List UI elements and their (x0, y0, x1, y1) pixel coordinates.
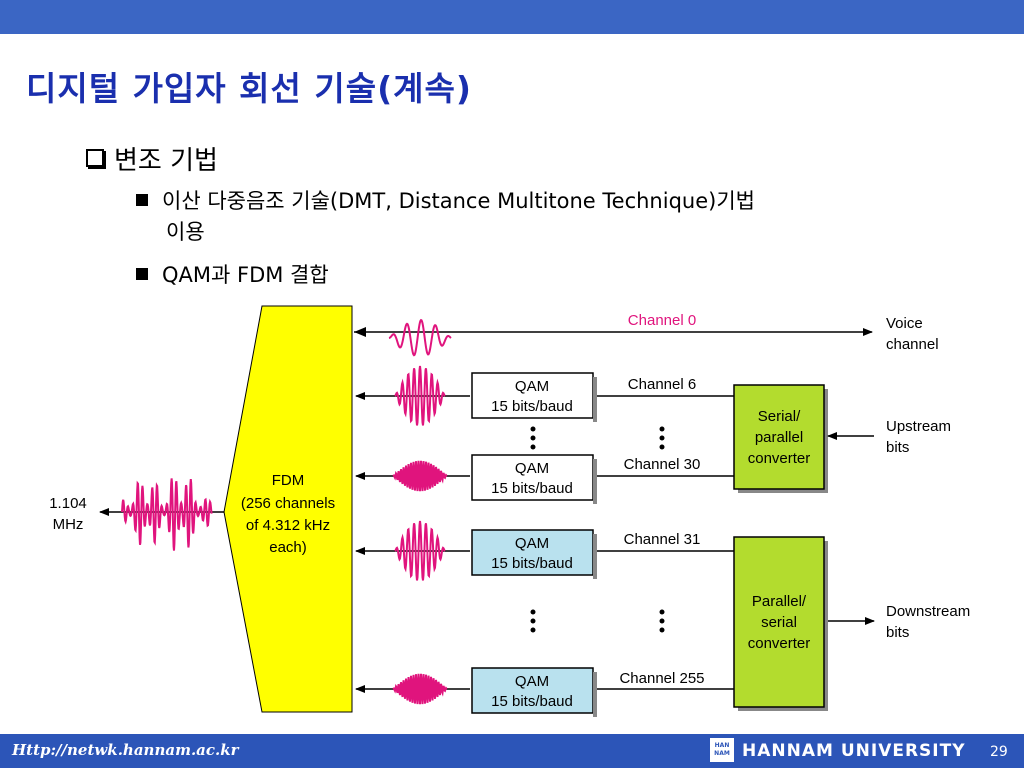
university-logo-icon: HAN NAM (710, 738, 734, 762)
qam-rate-label: 15 bits/baud (491, 480, 573, 497)
qam-box-shadow (593, 672, 597, 717)
qam-box (471, 454, 594, 501)
slide-title: 디지털 가입자 회선 기술(계속) (26, 69, 472, 108)
downstream-label-line: bits (886, 624, 909, 641)
channel-label: Channel 6 (628, 376, 696, 393)
converter-label-line: parallel (755, 429, 803, 446)
qam-rate-label: 15 bits/baud (491, 693, 573, 710)
sub-item-qam-fdm: QAM과 FDM 결합 (136, 260, 329, 291)
fdm-label-line: each) (269, 539, 307, 556)
qam-box-shadow (593, 377, 597, 422)
university-name: HANNAM UNIVERSITY (742, 741, 966, 761)
square-bullet-icon (136, 194, 148, 206)
downstream-label-line: Downstream (886, 603, 970, 620)
converter-label-line: Serial/ (758, 408, 801, 425)
upstream-label-line: Upstream (886, 418, 951, 435)
qam-box (471, 667, 594, 714)
converter-label-line: converter (748, 635, 811, 652)
voice-signal-wave (388, 318, 452, 357)
bullet-text: 변조 기법 (114, 146, 218, 176)
converter-label-line: converter (748, 450, 811, 467)
voice-label-line: Voice (886, 315, 923, 332)
fdm-label-line: of 4.312 kHz (246, 517, 330, 534)
sub-item-text-continued: 이용 (166, 220, 205, 244)
channel-label: Channel 30 (624, 456, 701, 473)
qam-box-shadow (593, 534, 597, 579)
page-number: 29 (990, 744, 1008, 760)
channel-signal-wave (394, 520, 446, 581)
qam-box (471, 529, 594, 576)
logo-text: HAN (714, 742, 730, 749)
parallel-serial-converter (733, 536, 825, 708)
converter-label-line: Parallel/ (752, 593, 807, 610)
qam-label: QAM (515, 460, 549, 477)
sub-item-dmt: 이산 다중음조 기술(DMT, Distance Multitone Techn… (136, 186, 755, 248)
channel-label: Channel 31 (624, 531, 701, 548)
qam-label: QAM (515, 378, 549, 395)
qam-label: QAM (515, 535, 549, 552)
qam-row-channel-31: QAM 15 bits/baud Channel 31 (355, 520, 734, 581)
voice-label-line: channel (886, 336, 939, 353)
qam-label: QAM (515, 673, 549, 690)
fdm-label-line: (256 channels (241, 495, 335, 512)
qam-row-channel-255: QAM 15 bits/baud Channel 255 (355, 667, 734, 717)
fdm-label-line: FDM (272, 472, 305, 489)
qam-rate-label: 15 bits/baud (491, 555, 573, 572)
freq-label-line: MHz (53, 516, 84, 533)
sub-item-text: 이산 다중음조 기술(DMT, Distance Multitone Techn… (162, 189, 755, 213)
qam-box (471, 372, 594, 419)
channel0-label: Channel 0 (628, 312, 696, 329)
bullet-modulation: 변조 기법 (86, 140, 218, 177)
serial-parallel-converter (733, 384, 825, 490)
channel-signal-wave (394, 365, 446, 426)
top-bar (0, 0, 1024, 34)
converter-label-line: serial (761, 614, 797, 631)
qam-row-channel-30: QAM 15 bits/baud Channel 30 (355, 454, 734, 504)
composite-signal-wave (121, 478, 213, 551)
fdm-block (223, 305, 353, 713)
channel-label: Channel 255 (619, 670, 704, 687)
freq-label-line: 1.104 (49, 495, 87, 512)
ellipsis-dots (530, 426, 665, 633)
square-bullet-icon (136, 268, 148, 280)
channel-signal-wave (392, 673, 448, 705)
qam-row-channel-6: QAM 15 bits/baud Channel 6 (355, 365, 734, 426)
upstream-label-line: bits (886, 439, 909, 456)
channel-signal-wave (392, 460, 448, 492)
sub-item-text: QAM과 FDM 결합 (162, 263, 329, 287)
checkbox-bullet-icon (86, 149, 104, 167)
qam-box-shadow (593, 459, 597, 504)
qam-rate-label: 15 bits/baud (491, 398, 573, 415)
footer-url-link[interactable]: Http://netwk.hannam.ac.kr (12, 741, 239, 759)
footer-bar (0, 734, 1024, 768)
logo-text: NAM (714, 750, 730, 757)
arrowhead-left-icon (354, 327, 366, 337)
